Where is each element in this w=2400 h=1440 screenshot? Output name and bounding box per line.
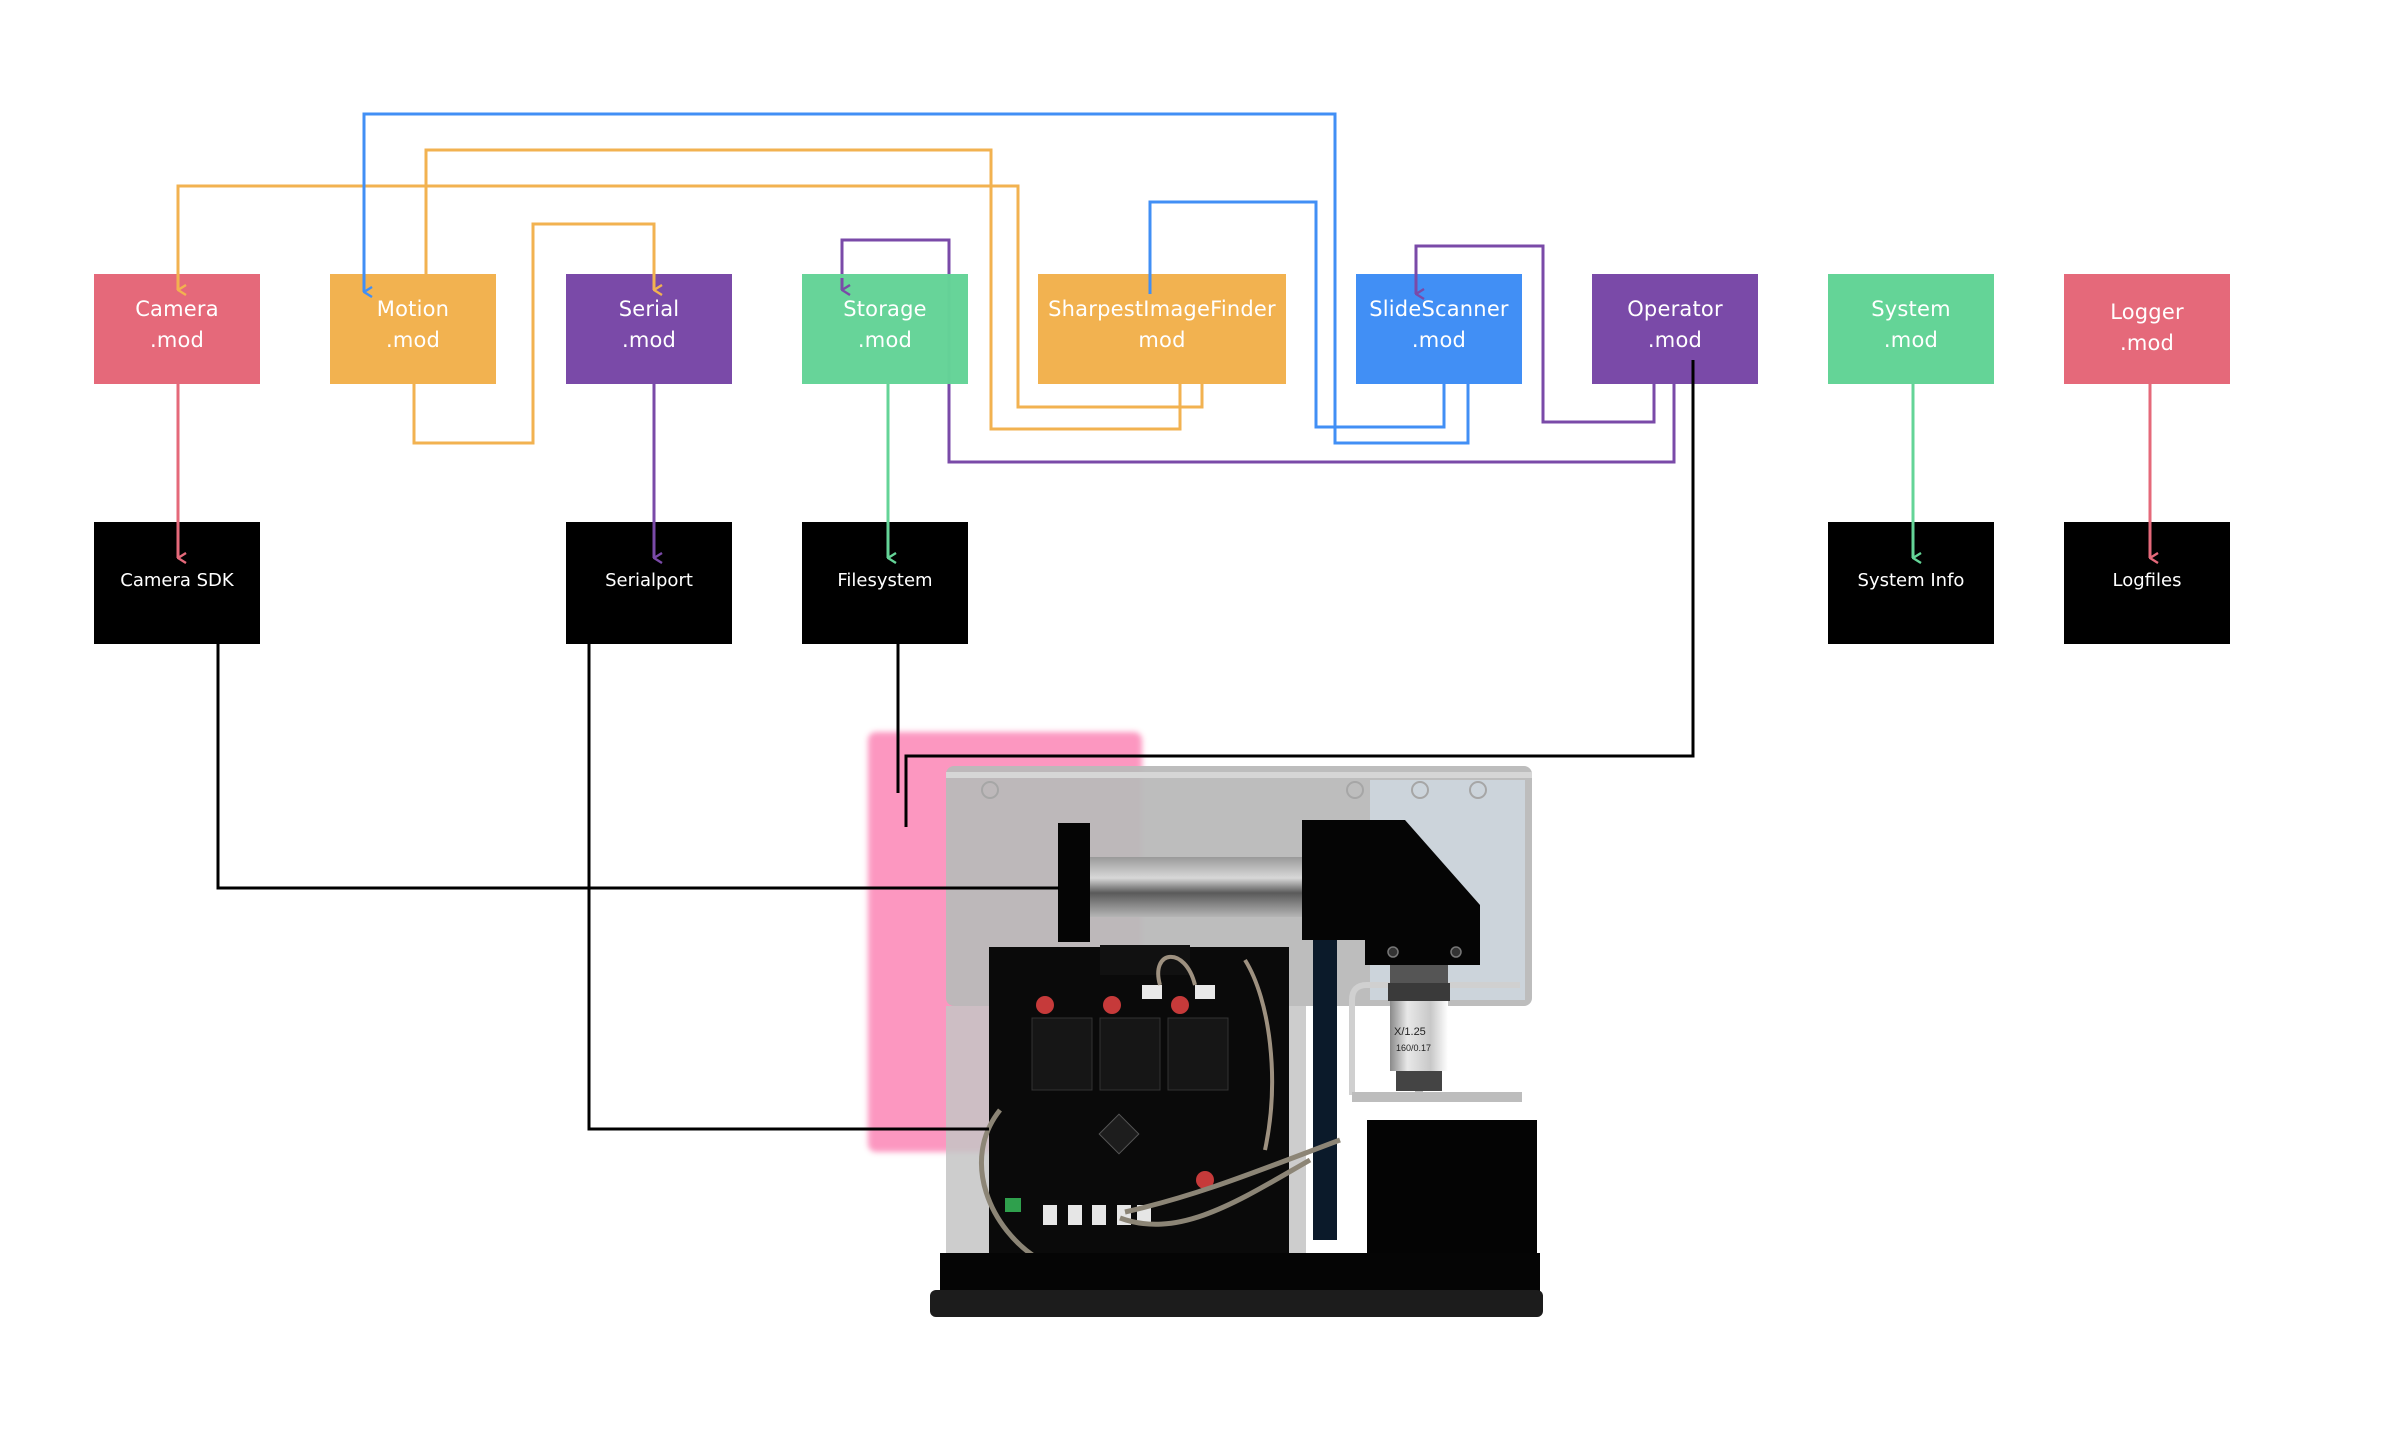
- microscope-device-illustration: X/1.25 160/0.17: [868, 732, 1543, 1317]
- module-serial[interactable]: Serial .mod: [566, 274, 732, 384]
- module-operator-label: Operator .mod: [1627, 297, 1723, 352]
- resource-logfiles-label: Logfiles: [2112, 569, 2182, 591]
- resource-system-info-label: System Info: [1857, 569, 1965, 591]
- module-serial-label: Serial .mod: [618, 297, 680, 352]
- module-slide-scanner-label: SlideScanner .mod: [1369, 297, 1509, 352]
- resource-logfiles[interactable]: Logfiles: [2064, 522, 2230, 644]
- optic-head: [1302, 820, 1480, 965]
- resource-serialport[interactable]: Serialport: [566, 522, 732, 644]
- resource-serialport-label: Serialport: [605, 569, 693, 591]
- stage-motor: [1367, 1120, 1537, 1260]
- module-system-label: System .mod: [1871, 297, 1951, 352]
- module-sharpest-image-finder[interactable]: SharpestImageFinder mod: [1038, 274, 1286, 384]
- resource-filesystem[interactable]: Filesystem: [802, 522, 968, 644]
- module-camera[interactable]: Camera .mod: [94, 274, 260, 384]
- resource-system-info[interactable]: System Info: [1828, 522, 1994, 644]
- module-logger-label: Logger .mod: [2110, 300, 2184, 355]
- objective-label-2: 160/0.17: [1396, 1043, 1431, 1053]
- resource-filesystem-label: Filesystem: [837, 569, 933, 591]
- module-slide-scanner[interactable]: SlideScanner .mod: [1356, 274, 1522, 384]
- module-camera-label: Camera .mod: [135, 297, 219, 352]
- module-motion[interactable]: Motion .mod: [330, 274, 496, 384]
- microscope-device-photo: X/1.25 160/0.17: [860, 725, 1580, 1365]
- module-operator[interactable]: Operator .mod: [1592, 274, 1758, 384]
- module-storage-label: Storage .mod: [843, 297, 927, 352]
- objective-label-1: X/1.25: [1394, 1026, 1426, 1038]
- objective-lens: [1390, 965, 1448, 983]
- vertical-pillar: [1313, 940, 1337, 1240]
- optical-tube: [1090, 857, 1302, 917]
- device-base: [940, 1253, 1540, 1293]
- module-logger[interactable]: Logger .mod: [2064, 274, 2230, 384]
- camera-module: [1058, 823, 1090, 942]
- resource-camera-sdk-label: Camera SDK: [120, 569, 234, 591]
- module-sharpest-image-finder-label: SharpestImageFinder mod: [1048, 297, 1276, 352]
- module-storage[interactable]: Storage .mod: [802, 274, 968, 384]
- module-system[interactable]: System .mod: [1828, 274, 1994, 384]
- resource-camera-sdk[interactable]: Camera SDK: [94, 522, 260, 644]
- module-motion-label: Motion .mod: [376, 297, 450, 352]
